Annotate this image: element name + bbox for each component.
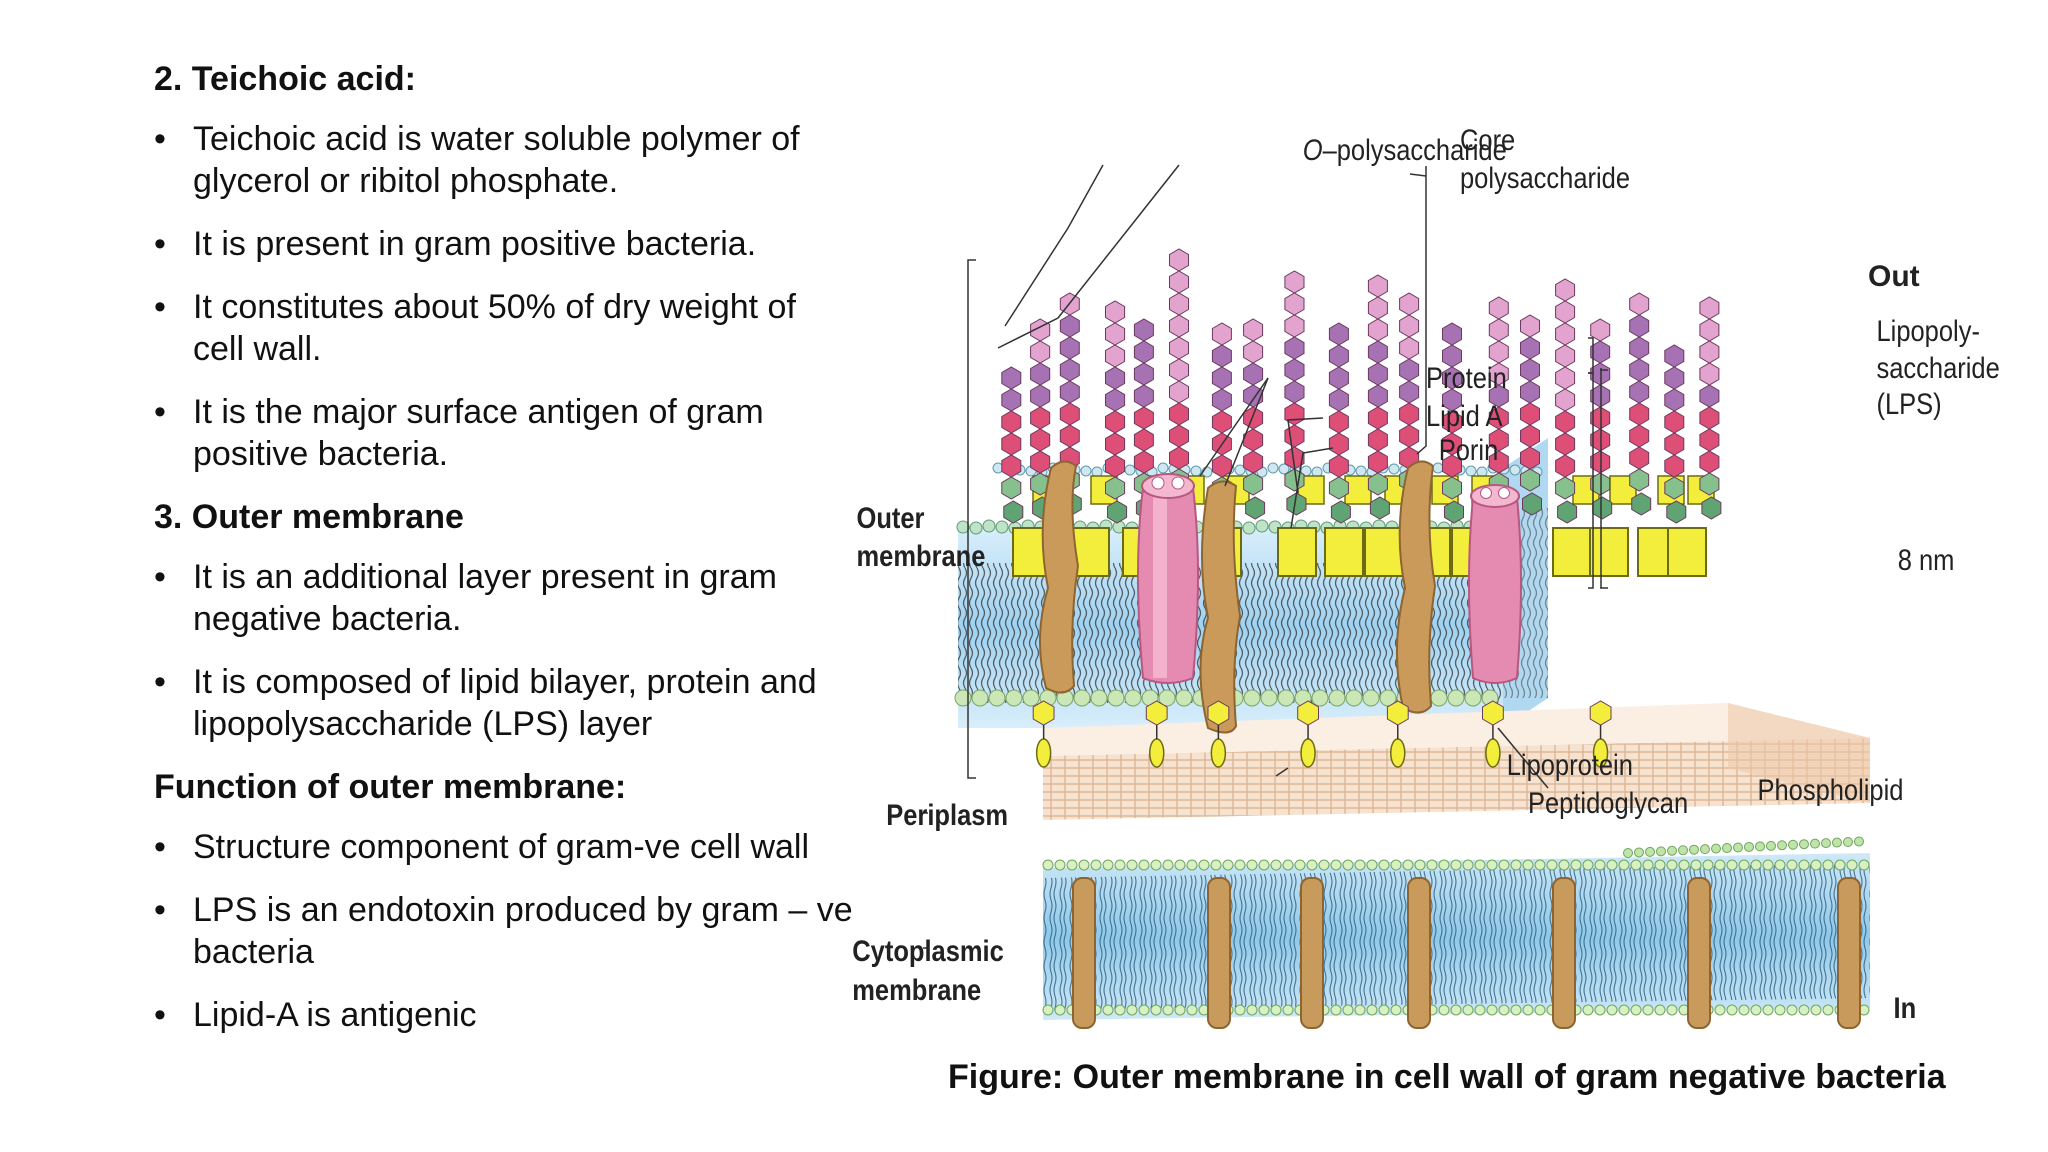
section-heading: 2. Teichoic acid: <box>154 60 417 98</box>
membrane-protein <box>1038 460 1437 734</box>
bullet-item: It constitutes about 50% of dry weight o… <box>154 286 854 370</box>
cell-wall-figure: O–polysaccharide Core polysaccharide Out… <box>848 108 2023 1048</box>
lps-label-3: (LPS) <box>1877 387 1942 420</box>
cytoplasmic-membrane <box>1043 853 1870 1020</box>
peptidoglycan-layer <box>1043 703 1870 820</box>
core-polysaccharide-label-1: Core <box>1460 123 1515 156</box>
in-label: In <box>1894 991 1917 1024</box>
o-polysaccharide-label: O–polysaccharide <box>1303 133 1507 166</box>
periplasm-label: Periplasm <box>886 798 1008 831</box>
text-column: 2. Teichoic acid: Teichoic acid is water … <box>154 58 854 1057</box>
bullet-item: It is the major surface antigen of gram … <box>154 391 854 475</box>
lps-label-2: saccharide <box>1877 351 2000 384</box>
cytoplasmic-membrane-label-1: Cytoplasmic <box>852 934 1004 967</box>
cytoplasmic-membrane-label-2: membrane <box>852 973 981 1006</box>
thickness-label: 8 nm <box>1898 543 1955 576</box>
bullet-list: It is an additional layer present in gra… <box>154 556 854 745</box>
bullet-item: It is composed of lipid bilayer, protein… <box>154 661 854 745</box>
core-polysaccharide-label-2: polysaccharide <box>1460 161 1630 194</box>
bullet-item: Lipid-A is antigenic <box>154 994 854 1036</box>
bullet-item: Structure component of gram-ve cell wall <box>154 826 854 868</box>
outer-membrane-label-2: membrane <box>857 539 986 572</box>
out-label: Out <box>1868 260 1920 293</box>
outer-membrane-label-1: Outer <box>857 501 925 534</box>
peptidoglycan-label: Peptidoglycan <box>1528 786 1688 819</box>
section-heading: 3. Outer membrane <box>154 498 464 536</box>
porin-protein <box>1137 473 1522 684</box>
bullet-item: It is an additional layer present in gra… <box>154 556 854 640</box>
lipoprotein-label: Lipoprotein <box>1507 748 1633 781</box>
bullet-list: Teichoic acid is water soluble polymer o… <box>154 118 854 475</box>
lipid-a-label: Lipid A <box>1426 399 1503 432</box>
lps-label-1: Lipopoly- <box>1877 314 1980 347</box>
figure-caption: Figure: Outer membrane in cell wall of g… <box>948 1058 1946 1096</box>
porin-label: Porin <box>1439 433 1499 466</box>
bullet-item: LPS is an endotoxin produced by gram – v… <box>154 889 854 973</box>
section-heading: Function of outer membrane: <box>154 768 627 806</box>
bullet-list: Structure component of gram-ve cell wall… <box>154 826 854 1036</box>
bullet-item: It is present in gram positive bacteria. <box>154 223 854 265</box>
protein-label: Protein <box>1426 361 1507 394</box>
bullet-item: Teichoic acid is water soluble polymer o… <box>154 118 854 202</box>
phospholipid-label: Phospholipid <box>1758 773 1904 806</box>
